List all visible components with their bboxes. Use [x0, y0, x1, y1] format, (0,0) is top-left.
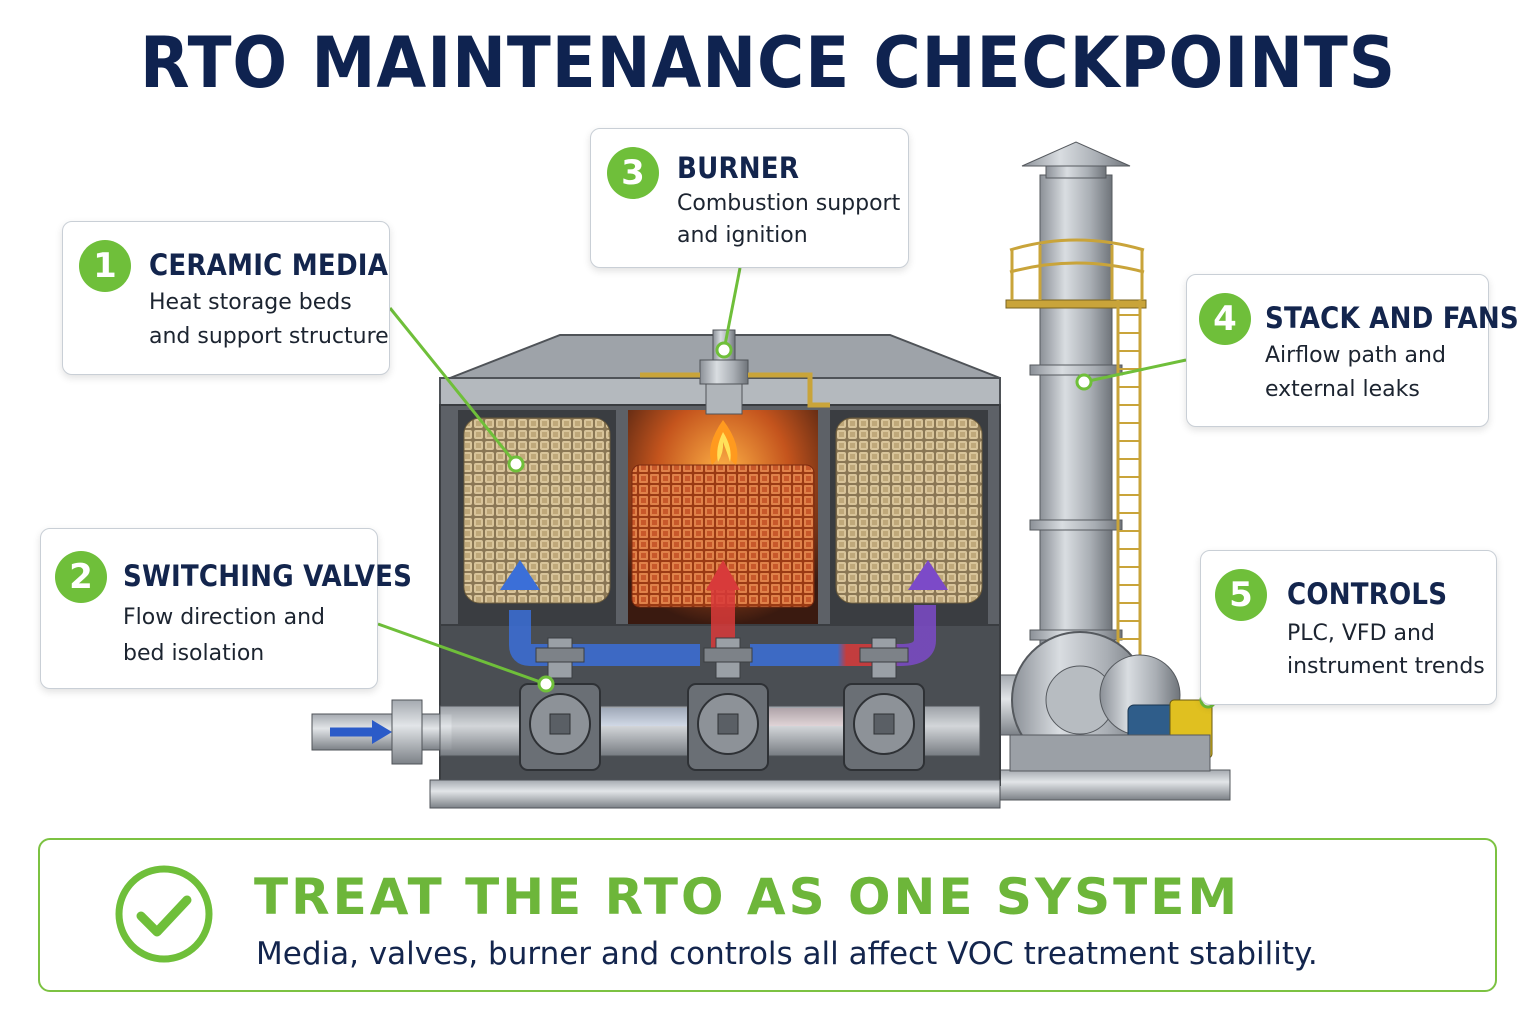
callout-line: and ignition [677, 223, 808, 248]
callout-line: Flow direction and [123, 605, 326, 630]
callout-title: CERAMIC MEDIA [149, 248, 389, 282]
number-badge: 2 [55, 551, 107, 603]
callout-line: and support structure [149, 324, 389, 349]
callout-burner: 3 BURNER Combustion support and ignition [590, 128, 909, 268]
number-badge: 1 [79, 240, 131, 292]
callout-controls: 5 CONTROLS PLC, VFD and instrument trend… [1200, 550, 1497, 705]
valve [519, 637, 601, 771]
number-badge: 4 [1199, 293, 1251, 345]
callout-line: external leaks [1265, 377, 1420, 402]
checkmark-circle-icon [115, 865, 213, 963]
callout-line: Airflow path and [1265, 343, 1446, 368]
valve [843, 637, 925, 771]
fan [994, 631, 1231, 801]
callout-title: CONTROLS [1287, 577, 1448, 611]
callout-line: instrument trends [1287, 654, 1485, 679]
callout-ceramic-media: 1 CERAMIC MEDIA Heat storage beds and su… [62, 221, 390, 375]
callout-title: SWITCHING VALVES [123, 559, 413, 593]
callout-title: STACK AND FANS [1265, 301, 1519, 335]
stack [1005, 141, 1147, 696]
callout-line: Heat storage beds [149, 290, 352, 315]
number-badge: 5 [1215, 569, 1267, 621]
summary-banner: TREAT THE RTO AS ONE SYSTEM Media, valve… [38, 838, 1497, 992]
callout-switching-valves: 2 SWITCHING VALVES Flow direction and be… [40, 528, 412, 689]
callout-line: bed isolation [123, 641, 265, 666]
valve [687, 637, 769, 771]
callout-line: PLC, VFD and [1287, 621, 1435, 646]
banner-title: TREAT THE RTO AS ONE SYSTEM [254, 868, 1241, 926]
valves [519, 637, 925, 771]
page-title: RTO MAINTENANCE CHECKPOINTS [139, 22, 1397, 104]
banner-subtitle: Media, valves, burner and controls all a… [256, 936, 1318, 972]
callout-line: Combustion support [677, 191, 901, 216]
callout-title: BURNER [677, 151, 800, 185]
number-badge: 3 [607, 147, 659, 199]
callout-stack-and-fans: 4 STACK AND FANS Airflow path and extern… [1186, 274, 1519, 427]
